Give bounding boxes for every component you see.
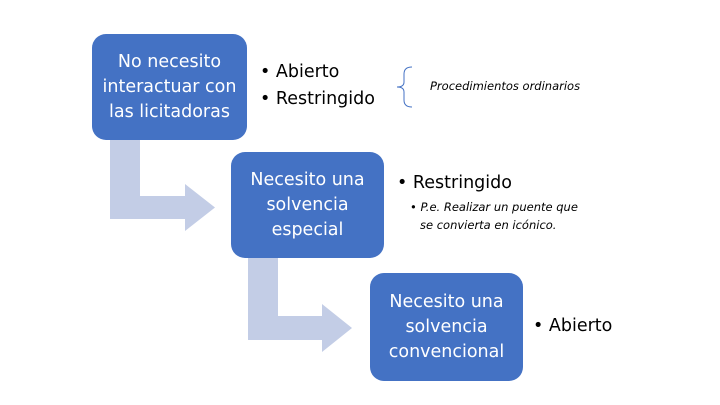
step-label: No necesito interactuar con las licitado… — [102, 51, 237, 122]
bullet-text: Abierto — [548, 316, 613, 336]
sub-bullet-continuation: se convierta en icónico. — [420, 218, 557, 232]
bullet-item: • Restringido — [260, 89, 375, 109]
bullet-item: • Abierto — [260, 62, 340, 82]
sub-bullet-text: P.e. Realizar un puente que — [420, 200, 578, 214]
brace-icon — [396, 66, 413, 108]
bullet-item: • Restringido — [397, 173, 512, 193]
brace-note: Procedimientos ordinarios — [430, 79, 581, 93]
step-box-3: Necesito una solvencia convencional — [370, 273, 523, 381]
sub-bullet-item: • P.e. Realizar un puente que — [410, 200, 578, 214]
bullet-item: • Abierto — [533, 316, 613, 336]
bent-arrow-2 — [248, 258, 352, 352]
bent-arrow-1 — [110, 140, 215, 231]
bullet-text: Restringido — [412, 173, 512, 193]
bullet-text: Abierto — [275, 62, 340, 82]
step-label: Necesito una solvencia convencional — [388, 291, 505, 362]
step-box-2: Necesito una solvencia especial — [231, 152, 384, 258]
bullet-text: Restringido — [275, 89, 375, 109]
step-label: Necesito una solvencia especial — [250, 169, 365, 240]
step-box-1: No necesito interactuar con las licitado… — [92, 34, 247, 140]
